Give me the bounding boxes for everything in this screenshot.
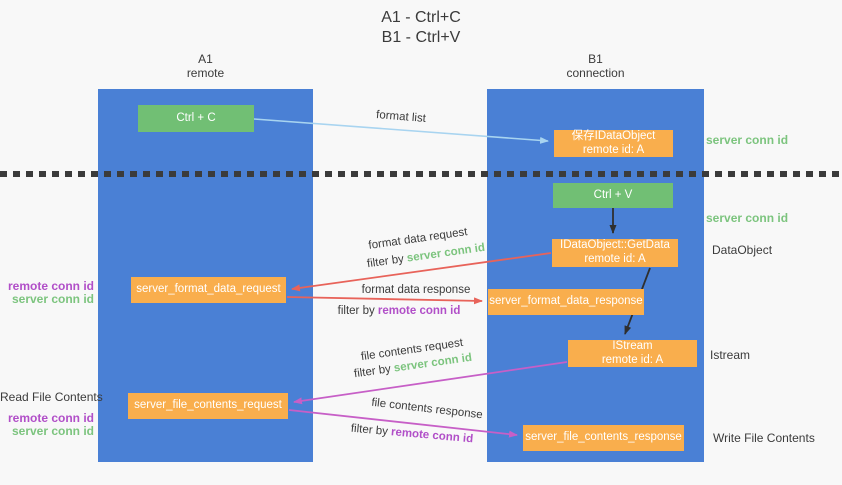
left-server-conn-id-2: server conn id bbox=[11, 424, 94, 438]
node-getdata-line2: remote id: A bbox=[584, 253, 646, 265]
lifeline-a1-name: remote bbox=[186, 66, 225, 81]
node-file-response-label: server_file_contents_response bbox=[525, 431, 682, 444]
filter-by-text: filter by bbox=[337, 305, 378, 317]
node-format-response-label: server_format_data_response bbox=[489, 295, 643, 308]
node-save-dataobject-line1: 保存IDataObject bbox=[571, 129, 656, 142]
node-format-request-label: server_format_data_request bbox=[136, 283, 281, 296]
node-ctrl-c-label: Ctrl + C bbox=[176, 111, 216, 124]
label-format-data-response: format data response bbox=[361, 284, 471, 296]
title-line-1: A1 - Ctrl+C bbox=[381, 9, 461, 26]
remote-conn-id-text: remote conn id bbox=[390, 426, 474, 446]
right-write-file-contents-label: Write File Contents bbox=[713, 431, 815, 445]
left-remote-conn-id-1: remote conn id bbox=[7, 279, 94, 293]
left-read-file-contents-label: Read File Contents bbox=[0, 390, 103, 404]
node-istream-line2: remote id: A bbox=[601, 353, 664, 366]
remote-conn-id-text: remote conn id bbox=[377, 305, 461, 317]
node-save-dataobject: 保存IDataObject remote id: A bbox=[554, 130, 673, 157]
node-server-file-contents-request: server_file_contents_request bbox=[128, 393, 288, 419]
node-istream-line1: IStream bbox=[612, 339, 653, 352]
node-ctrl-v-label: Ctrl + V bbox=[593, 188, 633, 201]
right-istream-label: Istream bbox=[710, 348, 751, 362]
filter-by-text: filter by bbox=[366, 252, 408, 271]
right-server-conn-id-1: server conn id bbox=[706, 133, 789, 147]
node-save-dataobject-line2: remote id: A bbox=[582, 143, 645, 156]
node-ctrl-c: Ctrl + C bbox=[138, 105, 254, 132]
arrow-format-data-response bbox=[286, 296, 483, 305]
filter-by-text: filter by bbox=[353, 362, 395, 381]
node-istream: IStream remote id: A bbox=[568, 340, 697, 367]
node-getdata-line1: IDataObject::GetData bbox=[560, 239, 670, 252]
label-file-contents-response: file contents response bbox=[370, 396, 484, 422]
lifeline-b1-name: connection bbox=[566, 66, 625, 81]
node-server-file-contents-response: server_file_contents_response bbox=[523, 425, 684, 451]
right-dataobject-label: DataObject bbox=[712, 243, 773, 257]
diagram-title: A1 - Ctrl+C B1 - Ctrl+V bbox=[0, 8, 842, 49]
server-conn-id-text: server conn id bbox=[406, 241, 486, 265]
dotted-separator-line bbox=[0, 171, 842, 177]
label-format-data-response-filter: filter by remote conn id bbox=[338, 305, 461, 317]
node-ctrl-v: Ctrl + V bbox=[553, 183, 673, 208]
lifeline-b1-id: B1 bbox=[588, 52, 603, 66]
node-file-request-label: server_file_contents_request bbox=[134, 399, 282, 412]
node-idataobject-getdata: IDataObject::GetData remote id: A bbox=[552, 239, 678, 267]
filter-by-text: filter by bbox=[350, 422, 392, 439]
label-file-contents-response-filter: filter by remote conn id bbox=[350, 423, 473, 446]
node-server-format-data-request: server_format_data_request bbox=[131, 277, 286, 303]
title-line-2: B1 - Ctrl+V bbox=[381, 29, 461, 47]
lifeline-header-b1: B1 connection bbox=[487, 52, 704, 80]
lifeline-a1-id: A1 bbox=[198, 52, 213, 66]
label-format-list: format list bbox=[375, 109, 427, 125]
lifeline-header-a1: A1 remote bbox=[98, 52, 313, 80]
left-server-conn-id-1: server conn id bbox=[11, 292, 94, 306]
node-server-format-data-response: server_format_data_response bbox=[488, 289, 644, 315]
right-server-conn-id-2: server conn id bbox=[706, 211, 789, 225]
left-remote-conn-id-2: remote conn id bbox=[7, 411, 94, 425]
